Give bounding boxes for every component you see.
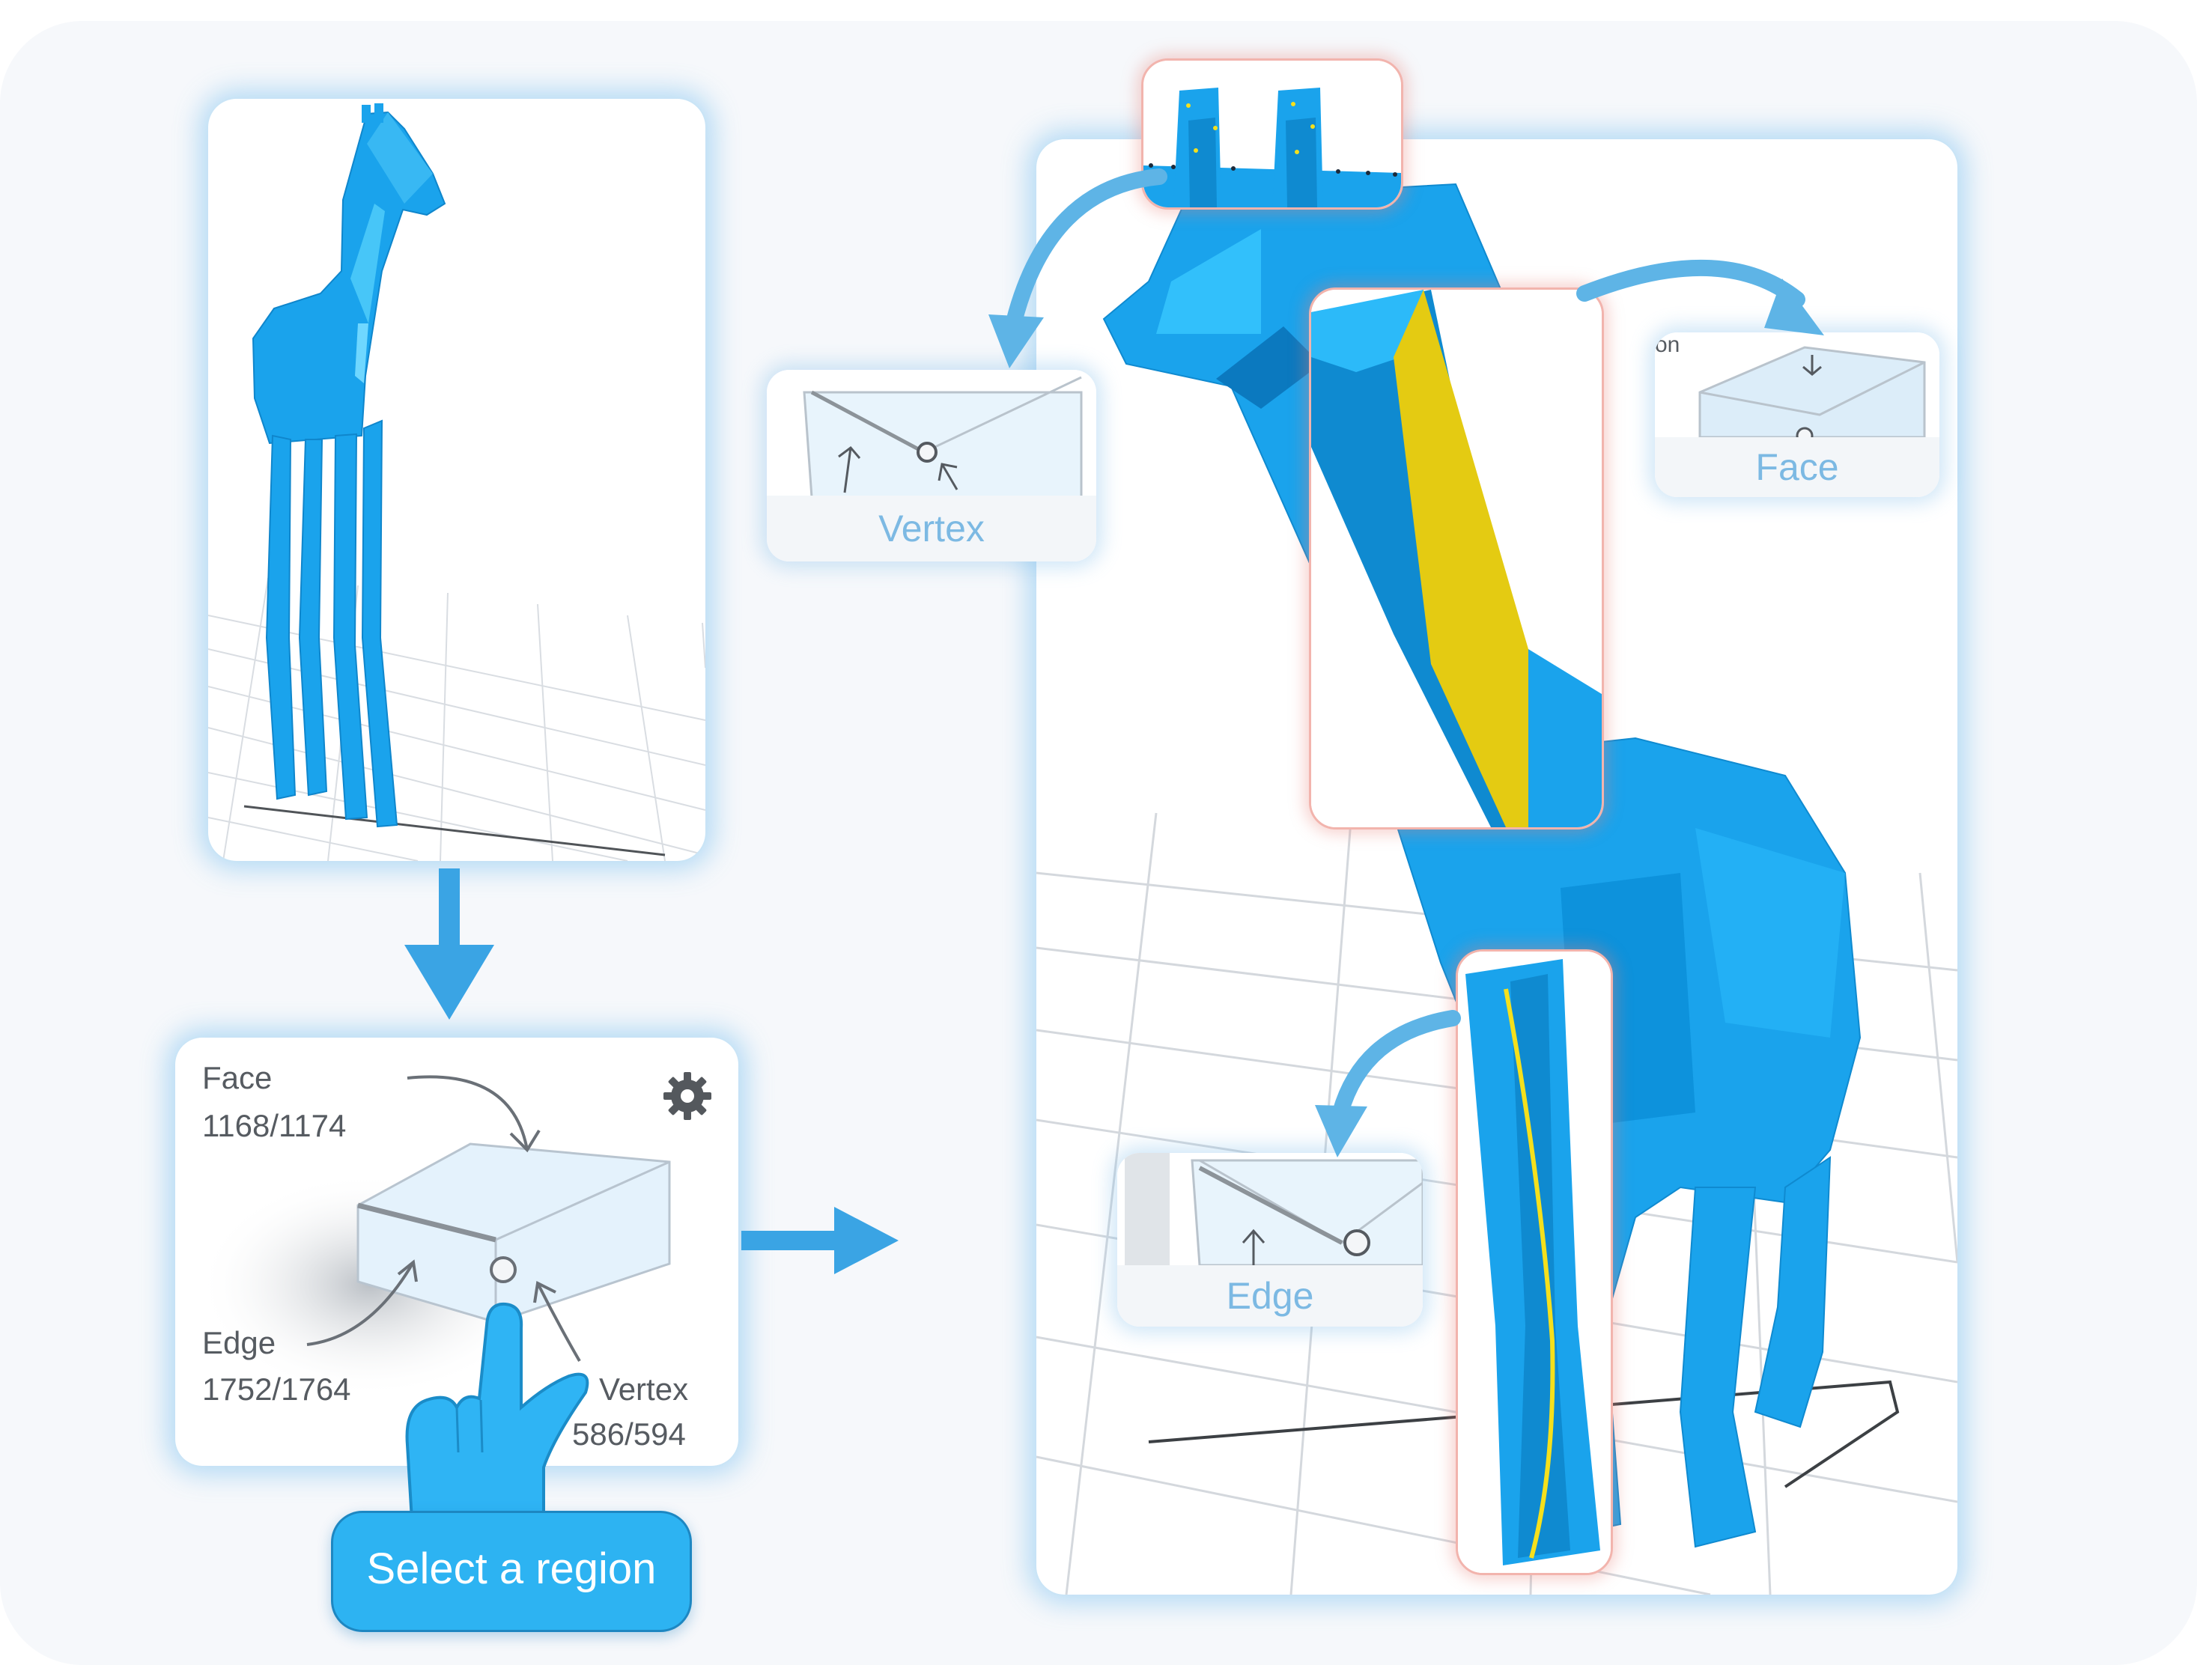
ear-zoom-inset [1141, 58, 1403, 210]
gear-icon[interactable] [662, 1071, 713, 1121]
neck-zoom-inset [1309, 287, 1604, 830]
edge-callout-cube [1117, 1153, 1423, 1267]
edge-callout-label: Edge [1117, 1265, 1423, 1327]
face-label: Face [202, 1060, 273, 1095]
face-count: 1168/1174 [202, 1108, 347, 1143]
vertex-label: Vertex [599, 1372, 689, 1407]
vertex-callout-cube [767, 370, 1096, 499]
edge-count: 1752/1764 [202, 1372, 351, 1407]
select-region-button[interactable]: Select a region [331, 1511, 692, 1632]
neck-face-selection-render [1311, 290, 1602, 827]
vertex-callout-label: Vertex [767, 496, 1096, 561]
leg-zoom-inset [1456, 949, 1613, 1575]
ear-vertices-render [1143, 61, 1401, 207]
face-callout-cube [1655, 332, 1939, 445]
face-callout-label: Face [1655, 437, 1939, 497]
vertex-callout[interactable]: Vertex [767, 370, 1096, 561]
edge-callout[interactable]: Edge [1117, 1153, 1423, 1327]
leg-edge-selection-render [1458, 952, 1611, 1573]
face-callout-fragment: on [1655, 332, 1680, 357]
vertex-count: 586/594 [572, 1416, 686, 1452]
selection-cube-illustration [198, 1075, 671, 1397]
giraffe-model-view [208, 103, 705, 861]
face-callout[interactable]: on Face [1655, 332, 1939, 497]
model-preview-card[interactable] [208, 99, 705, 861]
selection-panel-card[interactable]: Face 1168/1174 Edge 1752/1764 Vertex 586… [175, 1038, 738, 1466]
pointing-hand-icon [405, 1302, 589, 1520]
giraffe-detail-view [1036, 183, 1957, 1595]
edge-label: Edge [202, 1325, 276, 1360]
